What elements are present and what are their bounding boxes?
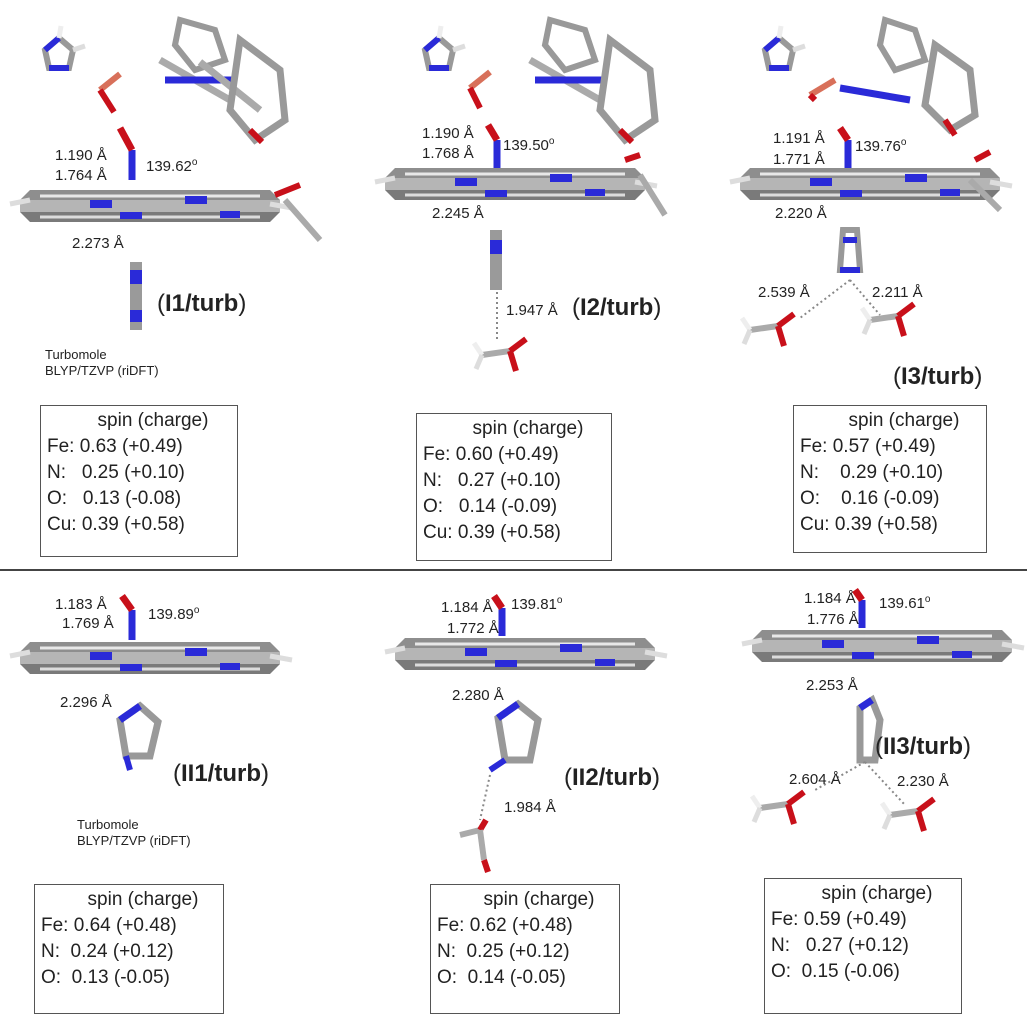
spin-row-fe: Fe: 0.62 (+0.48) xyxy=(437,915,573,936)
i3-axial-bond-label: 2.220 Å xyxy=(775,205,827,222)
spin-row-n: N: 0.25 (+0.12) xyxy=(437,941,570,962)
i1-fe-n-bond-label: 1.764 Å xyxy=(55,167,107,184)
spin-box-header: spin (charge) xyxy=(472,418,584,439)
i1-cu-site xyxy=(97,16,289,145)
ii1-spin-box: spin (charge) Fe: 0.64 (+0.48) N: 0.24 (… xyxy=(34,884,224,1014)
ii2-spin-box: spin (charge) Fe: 0.62 (+0.48) N: 0.25 (… xyxy=(430,884,620,1014)
ii3-hbond-left-label: 2.604 Å xyxy=(789,771,841,788)
ii3-no-bond-label: 1.184 Å xyxy=(804,590,856,607)
ii3-acetate-left xyxy=(752,792,804,824)
ii2-hbond-label: 1.984 Å xyxy=(504,799,556,816)
ii2-axial-bond-label: 2.280 Å xyxy=(452,687,504,704)
spin-box-header: spin (charge) xyxy=(87,889,199,910)
i3-cu-site xyxy=(807,16,979,137)
i1-axial-bond-label: 2.273 Å xyxy=(72,235,124,252)
spin-row-o: O: 0.15 (-0.06) xyxy=(771,961,900,982)
i1-structure-name: (I1/turb) xyxy=(157,290,247,317)
ii1-angle-label: 139.89o xyxy=(148,605,200,623)
spin-row-cu: Cu: 0.39 (+0.58) xyxy=(47,514,185,535)
spin-row-o: O: 0.16 (-0.09) xyxy=(800,488,940,509)
ii2-axial-imidazole xyxy=(479,699,542,821)
ii1-axial-imidazole xyxy=(116,701,162,771)
i3-spin-box: spin (charge) Fe: 0.57 (+0.49) N: 0.29 (… xyxy=(793,405,987,553)
ii1-structure-name: (II1/turb) xyxy=(173,760,270,787)
spin-row-n: N: 0.25 (+0.10) xyxy=(47,462,185,483)
i1-angle-label: 139.62o xyxy=(146,157,198,175)
ii1-axial-bond-label: 2.296 Å xyxy=(60,694,112,711)
spin-row-o: O: 0.14 (-0.05) xyxy=(437,967,566,988)
i2-spin-box: spin (charge) Fe: 0.60 (+0.49) N: 0.27 (… xyxy=(416,413,612,561)
spin-row-n: N: 0.27 (+0.12) xyxy=(771,935,909,956)
spin-box-header: spin (charge) xyxy=(848,410,960,431)
i2-angle-label: 139.50o xyxy=(503,136,555,154)
ii3-heme xyxy=(742,587,1024,662)
ii3-spin-box: spin (charge) Fe: 0.59 (+0.49) N: 0.27 (… xyxy=(764,878,962,1014)
i3-hbond-right-label: 2.211 Å xyxy=(872,284,923,301)
i2-heme xyxy=(375,123,668,217)
i2-axial-bond-label: 2.245 Å xyxy=(432,205,484,222)
spin-row-fe: Fe: 0.57 (+0.49) xyxy=(800,436,936,457)
i2-acetate xyxy=(474,339,526,371)
spin-row-fe: Fe: 0.59 (+0.49) xyxy=(771,909,907,930)
i1-spin-box: spin (charge) Fe: 0.63 (+0.49) N: 0.25 (… xyxy=(40,405,238,557)
ii2-structure-name: (II2/turb) xyxy=(564,764,661,791)
i3-acetate-left xyxy=(742,314,794,346)
section-divider xyxy=(0,569,1027,571)
i1-heme xyxy=(10,126,323,242)
i3-acetate-right xyxy=(862,304,914,336)
i1-axial-imidazole xyxy=(130,262,142,330)
i2-cu-site xyxy=(467,16,659,145)
i2-structure-name: (I2/turb) xyxy=(572,294,662,321)
ii3-fe-n-bond-label: 1.776 Å xyxy=(807,611,859,628)
ii3-acetate-right xyxy=(882,799,934,831)
ii2-acetate xyxy=(459,818,491,873)
spin-row-o: O: 0.13 (-0.05) xyxy=(41,967,170,988)
spin-row-cu: Cu: 0.39 (+0.58) xyxy=(423,522,561,543)
spin-row-o: O: 0.14 (-0.09) xyxy=(423,496,558,517)
spin-row-n: N: 0.24 (+0.12) xyxy=(41,941,174,962)
spin-row-cu: Cu: 0.39 (+0.58) xyxy=(800,514,938,535)
spin-box-header: spin (charge) xyxy=(821,883,933,904)
spin-row-fe: Fe: 0.63 (+0.49) xyxy=(47,436,183,457)
ii2-no-bond-label: 1.184 Å xyxy=(441,599,493,616)
i3-fe-n-bond-label: 1.771 Å xyxy=(773,151,825,168)
i2-imidazole-top xyxy=(425,26,465,68)
i3-hbond-left-label: 2.539 Å xyxy=(758,284,810,301)
spin-box-header: spin (charge) xyxy=(483,889,595,910)
spin-box-header: spin (charge) xyxy=(97,410,209,431)
spin-row-n: N: 0.27 (+0.10) xyxy=(423,470,561,491)
spin-row-o: O: 0.13 (-0.08) xyxy=(47,488,182,509)
spin-row-n: N: 0.29 (+0.10) xyxy=(800,462,944,483)
ii2-fe-n-bond-label: 1.772 Å xyxy=(447,620,499,637)
ii3-structure-name: (II3/turb) xyxy=(875,733,972,760)
ii3-axial-bond-label: 2.253 Å xyxy=(806,677,858,694)
ii2-heme xyxy=(385,594,667,670)
i2-axial-imidazole xyxy=(490,230,502,340)
ii3-angle-label: 139.61o xyxy=(879,594,931,612)
i1-no-bond-label: 1.190 Å xyxy=(55,147,107,164)
spin-row-fe: Fe: 0.64 (+0.48) xyxy=(41,915,177,936)
i3-heme xyxy=(730,126,1012,213)
ii1-fe-n-bond-label: 1.769 Å xyxy=(62,615,114,632)
i2-hbond-label: 1.947 Å xyxy=(506,302,558,319)
ii3-hbond-right-label: 2.230 Å xyxy=(897,773,949,790)
ii1-heme xyxy=(10,593,292,674)
ii2-angle-label: 139.81o xyxy=(511,595,563,613)
i3-structure-name: (I3/turb) xyxy=(893,363,983,390)
i1-imidazole-top xyxy=(45,26,85,68)
ii3-axial-imidazole xyxy=(814,694,906,806)
i3-axial-imidazole xyxy=(799,227,881,319)
spin-row-fe: Fe: 0.60 (+0.49) xyxy=(423,444,559,465)
i3-imidazole-top xyxy=(765,26,805,68)
ii1-no-bond-label: 1.183 Å xyxy=(55,596,107,613)
i2-no-bond-label: 1.190 Å xyxy=(422,125,474,142)
i2-fe-n-bond-label: 1.768 Å xyxy=(422,145,474,162)
i3-no-bond-label: 1.191 Å xyxy=(773,130,825,147)
i3-angle-label: 139.76o xyxy=(855,137,907,155)
